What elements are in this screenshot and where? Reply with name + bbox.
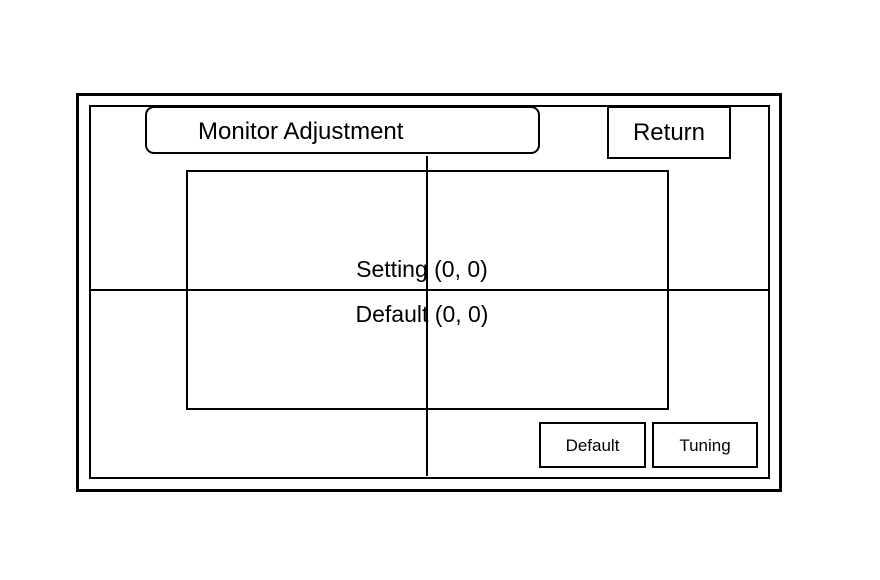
default-readout: Default (0, 0) — [355, 301, 489, 327]
crosshair-vertical-line — [426, 156, 428, 476]
page-title: Monitor Adjustment — [145, 106, 540, 154]
setting-readout: Setting (0, 0) — [356, 256, 488, 282]
default-button[interactable]: Default — [539, 422, 646, 468]
crosshair-horizontal-line — [89, 289, 768, 291]
return-button[interactable]: Return — [607, 106, 731, 159]
device-frame-outer — [76, 93, 782, 492]
tuning-button[interactable]: Tuning — [652, 422, 758, 468]
